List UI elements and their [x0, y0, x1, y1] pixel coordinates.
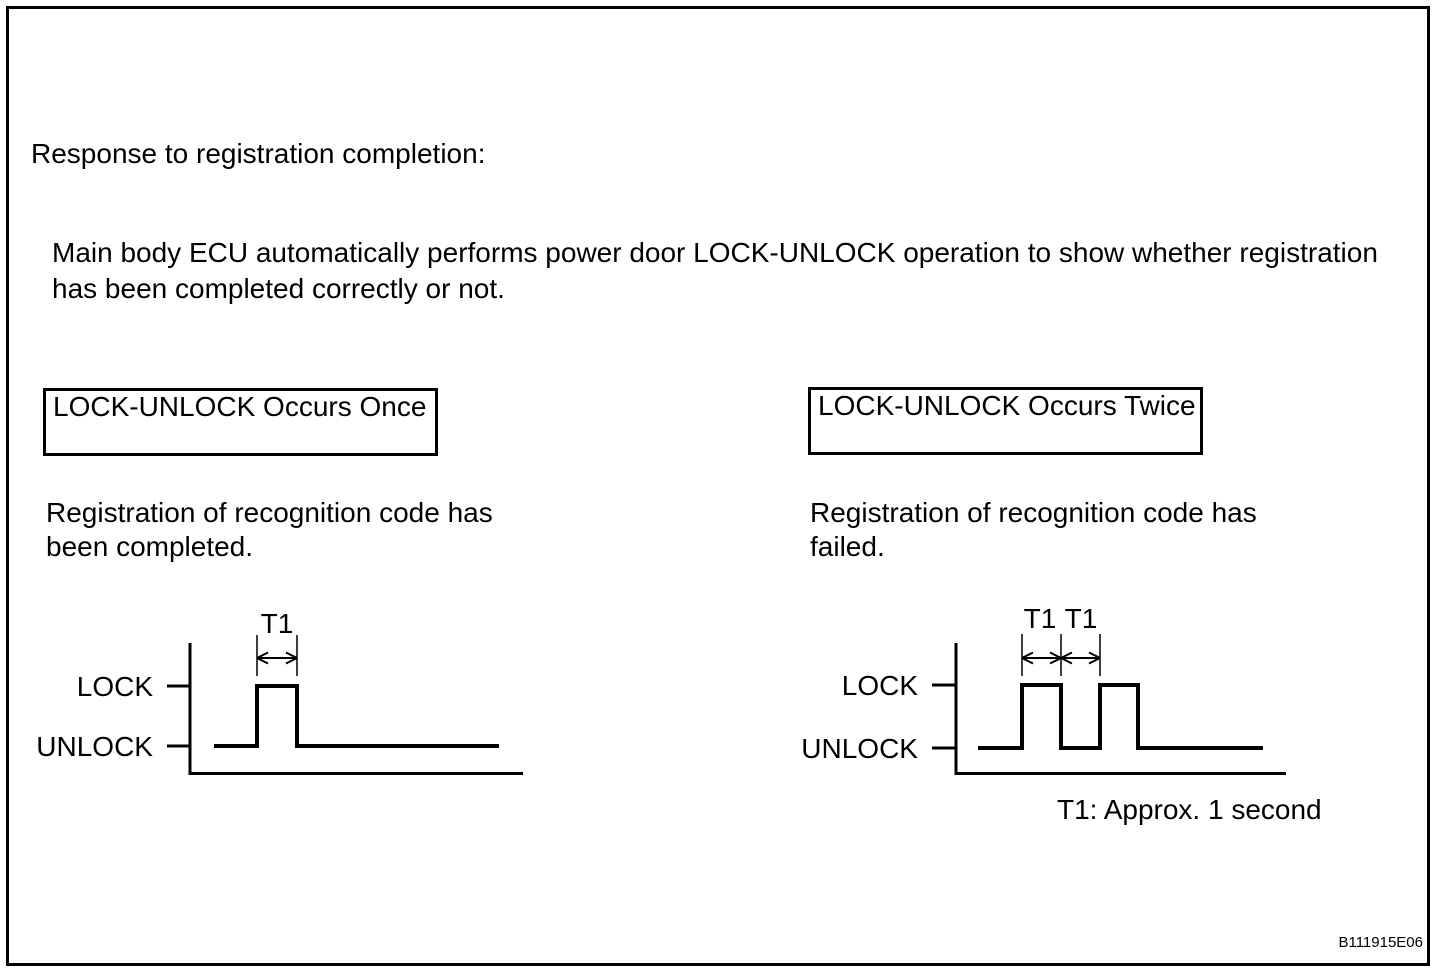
waveform-diagram-once: LOCK UNLOCK T1	[36, 608, 523, 775]
intro-line-1: Main body ECU automatically performs pow…	[52, 237, 1378, 268]
heading-occurs-once-label: LOCK-UNLOCK Occurs Once	[53, 391, 427, 422]
description-twice-line-2: failed.	[810, 531, 885, 562]
intro-line-2: has been completed correctly or not.	[52, 273, 505, 304]
lock-unlock-signal-waveform	[978, 683, 1263, 750]
t1-arrowhead-left-icon	[256, 651, 269, 665]
lock-axis-label: LOCK	[77, 671, 154, 702]
t1-arrowhead-middle-right-icon	[1060, 651, 1073, 665]
t1-arrowhead-middle-left-icon	[1049, 651, 1062, 665]
description-once-line-2: been completed.	[46, 531, 254, 562]
waveform-diagram-twice: LOCK UNLOCK T1 T1	[801, 603, 1286, 775]
description-occurs-once: Registration of recognition code has bee…	[46, 496, 493, 564]
description-occurs-twice: Registration of recognition code has fai…	[810, 496, 1257, 564]
page-title: Response to registration completion:	[31, 138, 486, 169]
description-once-line-1: Registration of recognition code has	[46, 497, 493, 528]
intro-paragraph: Main body ECU automatically performs pow…	[52, 235, 1378, 307]
t1-arrowhead-right-icon	[285, 651, 298, 665]
t1-definition-note: T1: Approx. 1 second	[1057, 794, 1322, 825]
unlock-axis-label: UNLOCK	[801, 733, 918, 764]
t1-duration-label-1: T1	[1024, 603, 1057, 634]
t1-arrowhead-left-icon	[1021, 651, 1034, 665]
heading-occurs-twice-label: LOCK-UNLOCK Occurs Twice	[818, 390, 1196, 421]
t1-duration-label-2: T1	[1065, 603, 1098, 634]
unlock-axis-label: UNLOCK	[36, 731, 153, 762]
lock-unlock-signal-waveform	[214, 684, 499, 748]
figure-code: B111915E06	[1338, 934, 1423, 951]
heading-box-occurs-once: LOCK-UNLOCK Occurs Once	[43, 388, 438, 456]
heading-box-occurs-twice: LOCK-UNLOCK Occurs Twice	[808, 387, 1203, 455]
t1-duration-label: T1	[261, 608, 294, 639]
t1-arrowhead-right-icon	[1088, 651, 1101, 665]
description-twice-line-1: Registration of recognition code has	[810, 497, 1257, 528]
page-border	[6, 6, 1430, 966]
lock-axis-label: LOCK	[842, 670, 919, 701]
